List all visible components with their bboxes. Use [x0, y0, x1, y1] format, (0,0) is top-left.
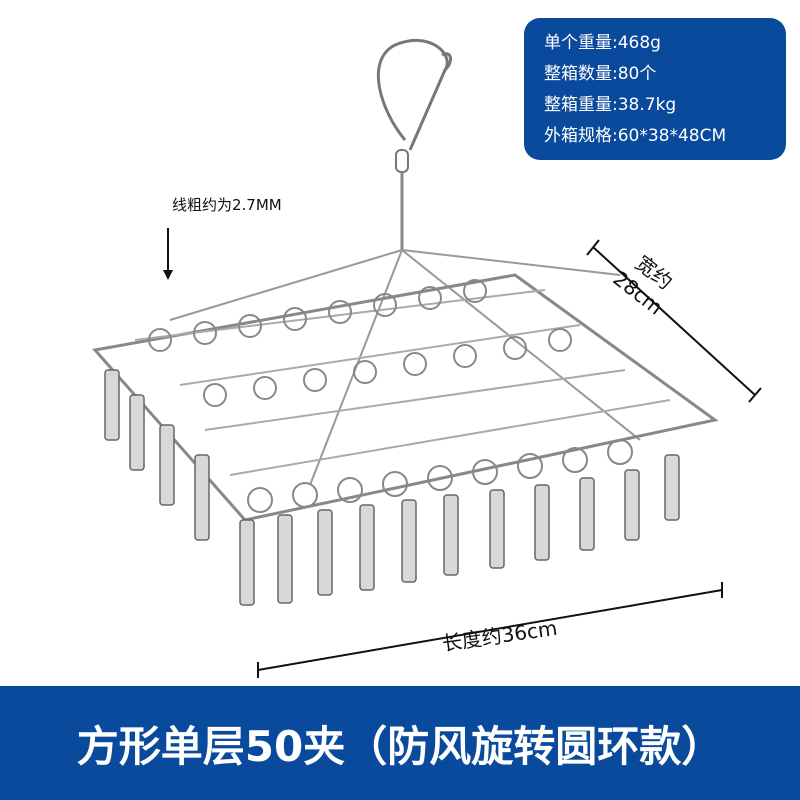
- spec-box-weight: 整箱重量:38.7kg: [544, 95, 677, 115]
- spec-unit-weight: 单个重量:468g: [544, 33, 661, 53]
- wire-thickness-label: 线粗约为2.7MM: [172, 196, 282, 214]
- spec-box-quantity: 整箱数量:80个: [544, 64, 657, 84]
- spec-box-dimensions: 外箱规格:60*38*48CM: [544, 126, 727, 146]
- spec-box: 单个重量:468g 整箱数量:80个 整箱重量:38.7kg 外箱规格:60*3…: [524, 18, 786, 160]
- title-banner: 方形单层50夹（防风旋转圆环款）: [0, 686, 800, 800]
- banner-title: 方形单层50夹（防风旋转圆环款）: [76, 721, 724, 771]
